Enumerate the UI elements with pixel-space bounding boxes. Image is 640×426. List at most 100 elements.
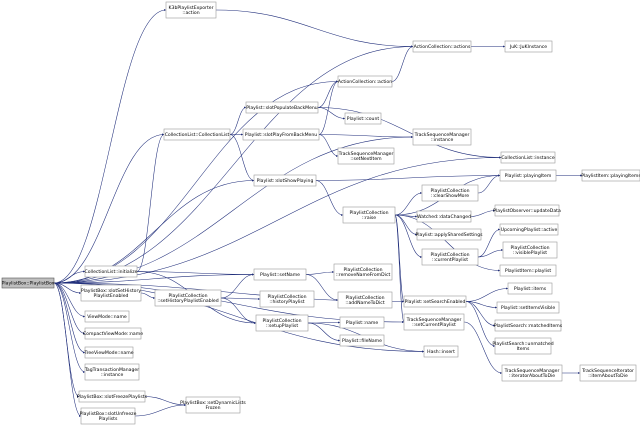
- node-collectionlist-initialize[interactable]: CollectionList::initialize: [85, 265, 138, 278]
- node-label: PlaylistCollection: [267, 294, 306, 300]
- node-compactviewmode-name[interactable]: CompactViewMode::name: [83, 327, 143, 340]
- node-collectionlist-collectionlist[interactable]: CollectionList::CollectionList: [163, 128, 231, 141]
- node-box: [84, 346, 134, 359]
- node-label: CompactViewMode::name: [83, 331, 143, 337]
- node-label: Playlist::items: [514, 286, 547, 292]
- edge-plcRaise-to-pliPlaylist: [394, 214, 501, 272]
- node-viewmode-name[interactable]: ViewMode::name: [84, 310, 130, 323]
- node-playlistsearch-matcheditems[interactable]: PlaylistSearch::matchedItems: [494, 319, 563, 332]
- node-label: ActionCollection::actions: [414, 44, 471, 50]
- node-playlist-applysharedsettings[interactable]: Playlist::applySharedSettings: [415, 228, 483, 241]
- node-playlistbox-playlistbox[interactable]: PlaylistBox::PlaylistBox: [2, 277, 55, 289]
- node-playlist-setitemsvisible[interactable]: Playlist::setItemsVisible: [496, 301, 560, 314]
- node-box: [416, 228, 482, 241]
- node-playlistitem-playingitems[interactable]: PlaylistItem::playingItems: [581, 169, 640, 182]
- node-playlist-name[interactable]: Playlist::name: [339, 316, 385, 329]
- node-tracksequencemanager-setcurrentplaylist[interactable]: TrackSequenceManager::setCurrentPlaylist: [403, 313, 465, 331]
- node-playlist-count[interactable]: Playlist::count: [344, 112, 382, 125]
- node-playlistbox-slotfreezeplaylists[interactable]: PlaylistBox::slotFreezePlaylists: [77, 390, 148, 403]
- node-label: Items: [517, 346, 530, 352]
- node-hash-insert[interactable]: Hash::insert: [423, 345, 459, 358]
- node-box: [504, 40, 553, 53]
- node-label: TrackSequenceManager: [338, 151, 394, 157]
- node-collectionlist-instance[interactable]: CollectionList::instance: [500, 151, 556, 164]
- node-label: PlaylistBox::setDynamicLists: [180, 400, 246, 406]
- edge-currentPl-to-visiblePl: [477, 248, 504, 258]
- node-playlist-items[interactable]: Playlist::items: [507, 282, 553, 295]
- node-label: PlaylistBox::slotUnfreeze: [80, 411, 137, 417]
- node-label: Playlist::count: [347, 116, 380, 122]
- node-box: [412, 128, 472, 146]
- node-playlistcollection-visibleplaylist[interactable]: PlaylistCollection::visiblePlaylist: [502, 241, 558, 259]
- edge-setSearch-to-items: [465, 287, 509, 302]
- node-label: Playlist::setSearchEnabled: [405, 299, 466, 305]
- node-upcomingplaylist-active[interactable]: UpcomingPlaylist::active: [499, 223, 559, 236]
- node-box: [579, 364, 637, 382]
- node-label: ::setNextItem: [350, 156, 382, 162]
- node-playlistcollection-setupplaylist[interactable]: PlaylistCollection::setupPlaylist: [255, 314, 309, 332]
- node-box: [499, 223, 559, 236]
- node-box: [494, 337, 552, 355]
- edge-slotUnfreeze-to-setDynFrozen: [134, 403, 187, 417]
- edge-setName-to-addName: [305, 274, 339, 302]
- edge-root-to-slotUnfreeze: [53, 282, 82, 418]
- node-box: [84, 327, 142, 340]
- node-label: TrackSequenceManager: [414, 132, 470, 138]
- node-box: [403, 295, 467, 308]
- node-playlistcollection-historyplaylist[interactable]: PlaylistCollection::historyPlaylist: [259, 290, 315, 308]
- node-treeviewmode-name[interactable]: TreeViewMode::name: [83, 346, 134, 359]
- node-tracksequencemanager-setnextitem[interactable]: TrackSequenceManager::setNextItem: [338, 147, 395, 165]
- node-box: [245, 101, 319, 114]
- node-box: [337, 291, 393, 309]
- node-playlist-playingitem[interactable]: Playlist::playingItem: [499, 169, 557, 182]
- node-box: [344, 112, 382, 125]
- node-playlistcollection-sethistoryplaylistenabled[interactable]: PlaylistCollection::setHistoryPlaylistEn…: [154, 289, 222, 307]
- node-playlistcollection-removenamefromdict[interactable]: PlaylistCollection::removeNameFromDict: [333, 263, 393, 281]
- node-tagtransactionmanager-instance[interactable]: TagTransactionManager::instance: [84, 363, 140, 381]
- edge-watched-to-upd: [470, 209, 496, 217]
- node-label: Watched::dataChanged: [417, 214, 471, 220]
- node-label: Playlist::fileName: [342, 338, 382, 344]
- node-tracksequenceiterator-itemabouttodie[interactable]: TrackSequenceIterator::itemAboutToDie: [579, 364, 637, 382]
- node-label: Playlist::setName: [260, 272, 300, 278]
- node-playlistitem-playlist[interactable]: PlaylistItem::playlist: [499, 264, 557, 277]
- node-label: PlaylistObserver::updateData: [493, 208, 561, 214]
- node-playlist-slotshowplaying[interactable]: Playlist::slotShowPlaying: [253, 174, 317, 187]
- node-box: [78, 390, 146, 403]
- node-actioncollection-actions[interactable]: ActionCollection::actions: [412, 40, 472, 53]
- node-k3bplaylistexporter-action[interactable]: K3bPlaylistExporter::action: [165, 1, 217, 19]
- node-label: JuK::JuKInstance: [509, 44, 547, 50]
- node-tracksequencemanager-iteratorabouttodie[interactable]: TrackSequenceManager::iteratorAboutToDie: [501, 364, 563, 382]
- node-playlist-setname[interactable]: Playlist::setName: [253, 268, 307, 281]
- node-label: TrackSequenceManager: [406, 317, 462, 323]
- node-label: ::addNameToDict: [345, 300, 384, 306]
- node-playlistcollection-clearshowmore[interactable]: PlaylistCollection::clearShowMore: [421, 184, 479, 202]
- node-playlist-filename[interactable]: Playlist::fileName: [339, 334, 385, 347]
- node-playlistcollection-addnametodict[interactable]: PlaylistCollection::addNameToDict: [337, 291, 393, 309]
- node-label: K3bPlaylistExporter: [169, 5, 214, 11]
- node-tracksequencemanager-instance[interactable]: TrackSequenceManager::instance: [412, 128, 472, 146]
- edge-plcRaise-to-applyShared: [394, 214, 418, 236]
- node-playlistcollection-raise[interactable]: PlaylistCollection::raise: [342, 206, 396, 224]
- node-label: ::instance: [431, 137, 454, 143]
- node-watched-datachanged[interactable]: Watched::dataChanged: [416, 210, 472, 223]
- edge-plcRaise-to-setSearch: [394, 214, 405, 303]
- node-playlistobserver-updatedata[interactable]: PlaylistObserver::updateData: [493, 204, 561, 217]
- node-actioncollection-action[interactable]: ActionCollection::action: [337, 75, 393, 88]
- node-playlistbox-slotsethistory-playlistenabled[interactable]: PlaylistBox::slotSetHistoryPlaylistEnabl…: [80, 284, 141, 302]
- node-playlist-setsearchenabled[interactable]: Playlist::setSearchEnabled: [403, 295, 467, 308]
- node-playlistcollection-currentplaylist[interactable]: PlaylistCollection::currentPlaylist: [421, 248, 479, 266]
- edge-plcRaise-to-clearShow: [394, 191, 423, 216]
- node-playlist-slotpopulatebackmenu[interactable]: Playlist::slotPopulateBackMenu: [245, 101, 319, 114]
- node-label: ::clearShowMore: [431, 193, 469, 199]
- node-label: Playlist::setItemsVisible: [501, 305, 555, 311]
- edge-acaction-to-aca: [391, 45, 414, 82]
- node-label: Playlist::slotPopulateBackMenu: [246, 105, 318, 111]
- node-label: ::itemAboutToDie: [588, 373, 628, 379]
- node-juk-jukinstance[interactable]: JuK::JuKInstance: [504, 40, 553, 53]
- node-playlist-slotplayfrombackmenu[interactable]: Playlist::slotPlayFromBackMenu: [242, 128, 320, 141]
